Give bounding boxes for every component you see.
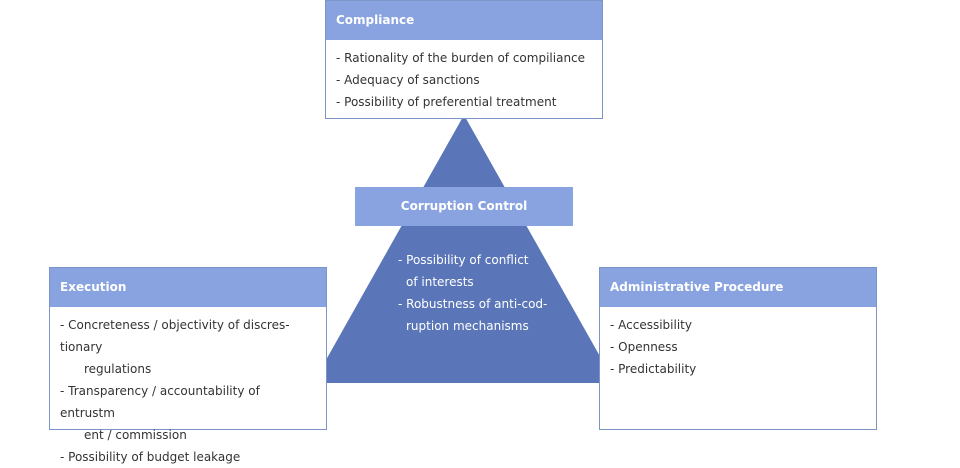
triangle-shape [313,115,615,383]
administrative-procedure-box: Administrative Procedure - Accessibility… [599,267,877,430]
execution-item: - Possibility of budget leakage [60,450,241,464]
execution-item: - Transparency / accountability of entru… [60,384,260,420]
admin-item: - Accessibility [610,318,692,332]
execution-box: Execution - Concreteness / objectivity o… [49,267,327,464]
compliance-item: - Rationality of the burden of compilian… [336,51,586,65]
compliance-title: Compliance [326,1,602,40]
compliance-item: - Possibility of preferential treatment [336,95,557,109]
admin-item: - Predictability [610,362,697,376]
compliance-list: - Rationality of the burden of compilian… [326,40,602,113]
execution-item-continuation: ent / commission [84,428,187,442]
center-item-continuation: of interests [406,275,474,289]
execution-item-continuation: regulations [84,362,152,376]
admin-item: - Openness [610,340,678,354]
center-item: - Robustness of anti-cod- [398,297,548,311]
execution-item: - Concreteness / objectivity of discres-… [60,318,290,354]
corruption-control-list: - Possibility of conflict of interests -… [398,249,548,337]
compliance-box: Compliance - Rationality of the burden o… [325,0,603,119]
center-item-continuation: ruption mechanisms [406,319,529,333]
corruption-control-label: Corruption Control [355,187,573,226]
execution-list: - Concreteness / objectivity of discres-… [50,307,326,468]
execution-title: Execution [50,268,326,307]
compliance-item: - Adequacy of sanctions [336,73,480,87]
center-item: - Possibility of conflict [398,253,529,267]
administrative-procedure-list: - Accessibility - Openness - Predictabil… [600,307,876,380]
administrative-procedure-title: Administrative Procedure [600,268,876,307]
